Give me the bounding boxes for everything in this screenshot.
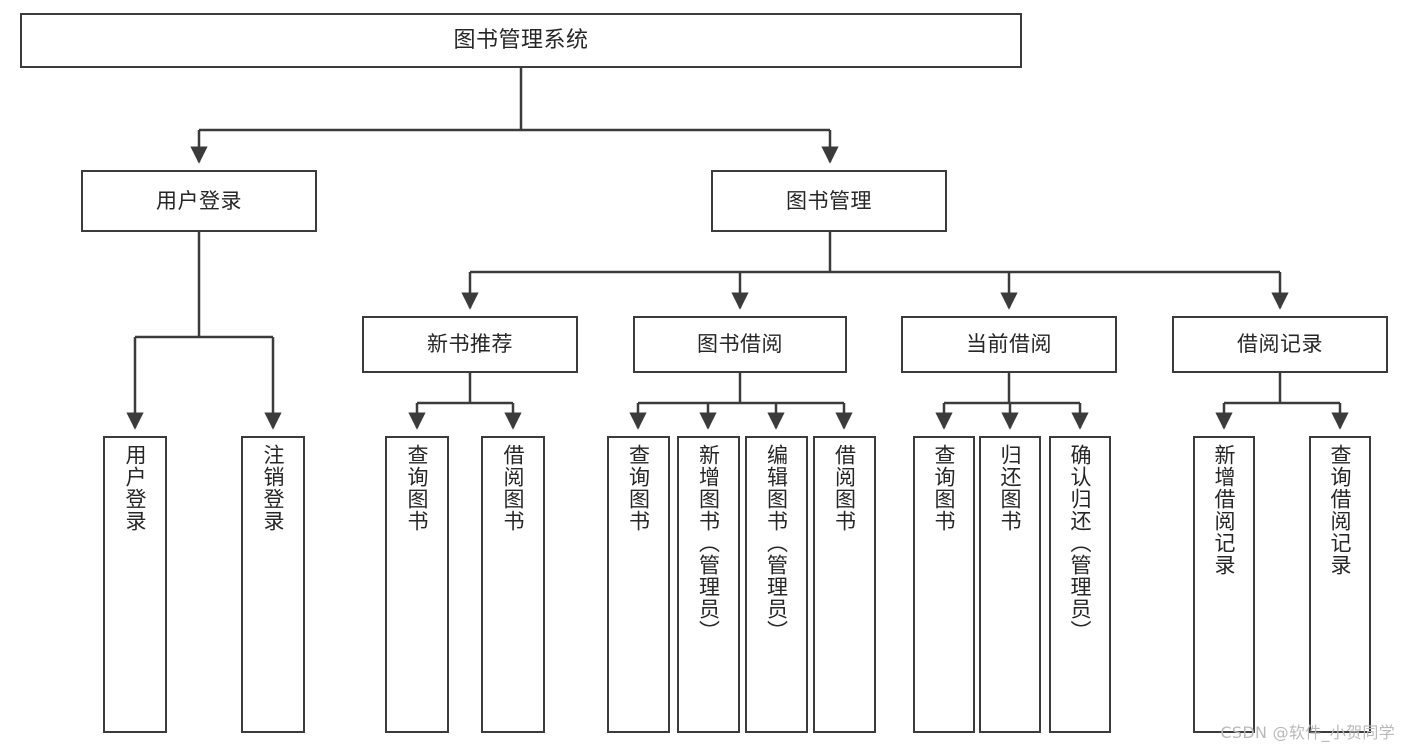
leaf-return-book-label: 归还图书 (998, 444, 1023, 532)
leaf-add-record[interactable]: 新增借阅记录 (1193, 436, 1255, 733)
leaf-query-book-2[interactable]: 查询图书 (607, 436, 670, 733)
csdn-watermark: CSDN @软件_小贺同学 (1220, 723, 1395, 742)
node-book-borrow[interactable]: 图书借阅 (633, 316, 847, 373)
node-user-login-label: 用户登录 (156, 188, 242, 213)
leaf-query-record[interactable]: 查询借阅记录 (1309, 436, 1371, 733)
leaf-confirm-return-label: 确认归还（管理员） (1068, 444, 1093, 642)
leaf-borrow-book-1-label: 借阅图书 (501, 444, 526, 532)
leaf-add-book[interactable]: 新增图书（管理员） (677, 436, 740, 733)
leaf-borrow-book-1[interactable]: 借阅图书 (481, 436, 545, 733)
leaf-query-book-3-label: 查询图书 (932, 444, 957, 532)
node-borrow-record-label: 借阅记录 (1237, 332, 1323, 357)
node-root-label: 图书管理系统 (453, 27, 589, 53)
node-borrow-record[interactable]: 借阅记录 (1172, 316, 1388, 373)
node-root[interactable]: 图书管理系统 (20, 13, 1022, 68)
node-current-borrow-label: 当前借阅 (966, 332, 1052, 357)
node-book-manage-label: 图书管理 (786, 188, 872, 213)
leaf-borrow-book-2[interactable]: 借阅图书 (813, 436, 876, 733)
node-new-book-recommend[interactable]: 新书推荐 (362, 316, 578, 373)
leaf-query-book-3[interactable]: 查询图书 (913, 436, 975, 733)
leaf-confirm-return[interactable]: 确认归还（管理员） (1049, 436, 1111, 733)
leaf-query-book-2-label: 查询图书 (626, 444, 651, 532)
leaf-edit-book[interactable]: 编辑图书（管理员） (745, 436, 808, 733)
leaf-user-login-label: 用户登录 (123, 444, 148, 532)
leaf-user-login[interactable]: 用户登录 (103, 436, 167, 733)
leaf-query-book-1-label: 查询图书 (405, 444, 430, 532)
node-user-login[interactable]: 用户登录 (81, 170, 317, 232)
leaf-return-book[interactable]: 归还图书 (979, 436, 1041, 733)
leaf-add-book-label: 新增图书（管理员） (696, 444, 721, 642)
node-current-borrow[interactable]: 当前借阅 (901, 316, 1117, 373)
node-book-manage[interactable]: 图书管理 (711, 170, 947, 232)
leaf-add-record-label: 新增借阅记录 (1212, 444, 1237, 576)
node-new-book-recommend-label: 新书推荐 (427, 332, 513, 357)
leaf-edit-book-label: 编辑图书（管理员） (764, 444, 789, 642)
leaf-logout-login-label: 注销登录 (261, 444, 286, 532)
leaf-logout-login[interactable]: 注销登录 (241, 436, 305, 733)
leaf-query-book-1[interactable]: 查询图书 (385, 436, 449, 733)
leaf-borrow-book-2-label: 借阅图书 (832, 444, 857, 532)
leaf-query-record-label: 查询借阅记录 (1328, 444, 1353, 576)
node-book-borrow-label: 图书借阅 (697, 332, 783, 357)
